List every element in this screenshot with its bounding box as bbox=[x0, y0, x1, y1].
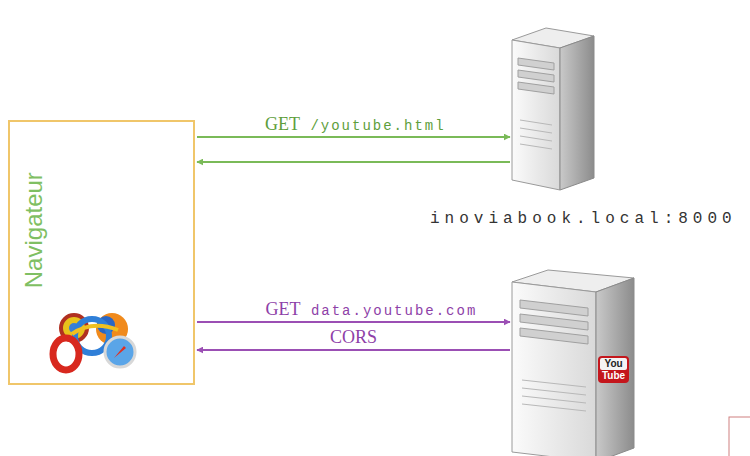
label-part: GET bbox=[265, 114, 300, 134]
server-illustration bbox=[512, 28, 594, 190]
label-part: GET bbox=[266, 299, 301, 319]
browser-label: Navigateur bbox=[21, 172, 47, 288]
logo-word: Tube bbox=[600, 370, 627, 382]
arrow-connector bbox=[197, 349, 510, 351]
logo-word: You bbox=[600, 358, 627, 370]
browser-box: Navigateur bbox=[8, 120, 195, 385]
browser-icons bbox=[53, 313, 135, 370]
arrow-connector bbox=[197, 136, 510, 138]
label-part: /youtube.html bbox=[300, 118, 446, 134]
corner-box bbox=[729, 417, 750, 456]
server-illustration bbox=[512, 270, 634, 456]
edge-label: GET data.youtube.com bbox=[263, 299, 481, 320]
arrow-connector bbox=[197, 161, 510, 163]
web-server: inoviabook.local:8000 bbox=[508, 28, 596, 193]
edge-label: GET /youtube.html bbox=[262, 114, 449, 135]
edge-label: CORS bbox=[327, 327, 380, 348]
youtube-server: YouTube bbox=[508, 268, 636, 456]
host-label: inoviabook.local:8000 bbox=[430, 210, 737, 228]
label-part: data.youtube.com bbox=[301, 303, 478, 319]
arrow-connector bbox=[197, 321, 510, 323]
youtube-logo: YouTube bbox=[598, 356, 629, 383]
